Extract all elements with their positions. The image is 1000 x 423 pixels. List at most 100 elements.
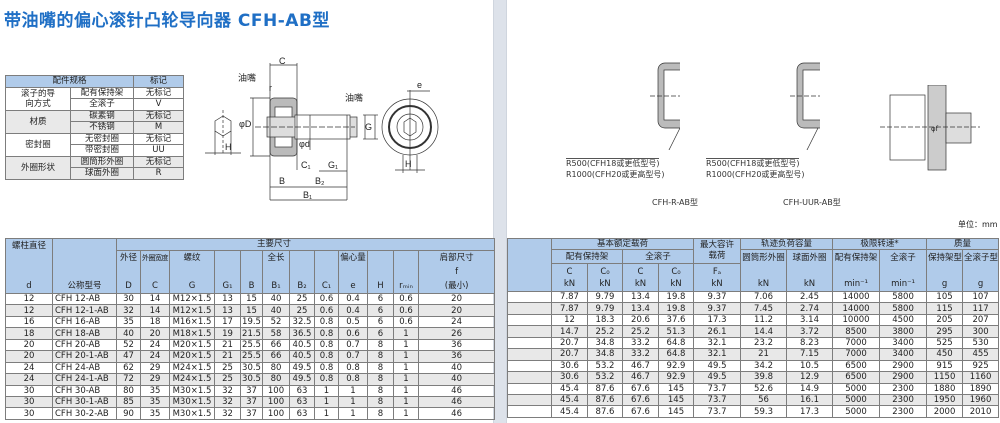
header-col-label: 全长 <box>267 252 285 263</box>
cell: 25.5 <box>240 338 263 352</box>
cell: 47 <box>116 350 141 363</box>
header-load-unit: kN <box>563 278 576 289</box>
cell: 30 <box>5 384 53 397</box>
cell: 25 <box>214 361 241 375</box>
header-col-symbol: rₘᵢₙ <box>399 280 413 291</box>
caption-cfh-r-ab: CFH-R-AB型 <box>652 198 698 207</box>
label-h: H <box>225 142 232 152</box>
cell: 49.5 <box>289 361 315 375</box>
note-r500: R500(CFH18或更低型号) <box>566 158 660 168</box>
cell: 32 <box>214 407 241 420</box>
cell: 0.7 <box>338 350 368 363</box>
cell: CFH 12-AB <box>52 292 117 306</box>
cell: 24 <box>417 315 496 329</box>
cell: 59.3 <box>740 405 788 418</box>
cell: 8 <box>367 361 394 375</box>
cfh-uur-ab-drawing <box>790 62 820 150</box>
header-basic-load: 基本额定载荷 <box>550 237 695 251</box>
cell: 25 <box>289 304 315 317</box>
cell: 7000 <box>832 348 881 361</box>
cell: CFH 12-1-AB <box>52 304 117 317</box>
cell: 23.2 <box>740 336 788 350</box>
cell: 18 <box>5 327 53 340</box>
header-col-7: C₁ <box>314 249 339 295</box>
cell: 40 <box>262 304 290 317</box>
cell: 14.4 <box>740 325 788 338</box>
cell: 300 <box>962 325 1000 338</box>
blank-cell <box>507 359 552 373</box>
cell: 13 <box>214 292 241 306</box>
cell: CFH 24-AB <box>52 361 117 375</box>
cell: 32.1 <box>693 336 742 350</box>
blank-cell <box>507 336 552 350</box>
cell: 24 <box>5 361 53 375</box>
cell: CFH 20-AB <box>52 338 117 352</box>
cell: 0.8 <box>314 373 339 386</box>
spec-item: 无密封圈 <box>69 132 135 145</box>
cell: 72 <box>116 373 141 386</box>
header-col-label: 螺纹 <box>183 252 201 263</box>
cell: CFH 16-AB <box>52 315 117 329</box>
cell: M24×1.5 <box>169 373 215 386</box>
cell: 80 <box>262 361 290 375</box>
cell: 100 <box>262 395 290 409</box>
cell: 7.06 <box>740 290 788 304</box>
cell: 295 <box>926 325 964 338</box>
cell: 1890 <box>962 382 1000 395</box>
unit-label: 单位：mm <box>958 220 998 229</box>
cell: 56 <box>740 393 788 407</box>
cell: 19 <box>214 327 241 340</box>
spec-mark: 无标记 <box>133 155 185 168</box>
cell: 6500 <box>832 359 881 373</box>
cell: 20 <box>5 350 53 363</box>
cell: 40.5 <box>289 350 315 363</box>
cell: 105 <box>926 290 964 304</box>
label-b1: B₁ <box>303 190 312 200</box>
cell: 3.14 <box>786 313 834 327</box>
header-col-6: B₂ <box>289 249 315 295</box>
header-model: 公称型号 <box>52 238 117 294</box>
cell: 10.5 <box>786 359 834 373</box>
cell: 53.2 <box>587 359 623 373</box>
cell: 1 <box>338 384 368 397</box>
cell: 25 <box>289 292 315 306</box>
cell: 1 <box>393 384 419 397</box>
cell: 37.6 <box>657 313 695 327</box>
cell: M20×1.5 <box>169 338 215 352</box>
cell: 15 <box>240 292 263 306</box>
blank-cell <box>507 371 552 384</box>
header-col-label: 外径 <box>119 252 137 263</box>
cell: 66 <box>262 338 290 352</box>
cell: 5000 <box>832 393 881 407</box>
cell: 63 <box>289 407 315 420</box>
cell: 1960 <box>962 393 1000 407</box>
cell: 12 <box>551 313 588 327</box>
cell: 34.2 <box>740 359 788 373</box>
cell: 35 <box>140 407 170 420</box>
cell: 66 <box>262 350 290 363</box>
label-g: G <box>365 122 372 132</box>
group-guide: 滚子的导向方式 <box>5 86 71 111</box>
cell: M20×1.5 <box>169 350 215 363</box>
cell: 36 <box>417 338 496 352</box>
caption-cfh-uur-ab: CFH-UUR-AB型 <box>783 198 841 207</box>
cell: M30×1.5 <box>169 384 215 397</box>
cell: 13 <box>214 304 241 317</box>
cell: M30×1.5 <box>169 395 215 409</box>
cell: 80 <box>116 384 141 397</box>
cell: 85 <box>116 395 141 409</box>
header-full: 全滚子 <box>621 249 695 264</box>
cell: 29 <box>140 361 170 375</box>
cell: 0.6 <box>338 327 368 340</box>
cell: 30.5 <box>240 373 263 386</box>
cell: 24 <box>140 338 170 352</box>
cell: 37 <box>240 395 263 409</box>
group-outer-ring: 外圈形状 <box>5 155 71 180</box>
cell: CFH 20-1-AB <box>52 350 117 363</box>
